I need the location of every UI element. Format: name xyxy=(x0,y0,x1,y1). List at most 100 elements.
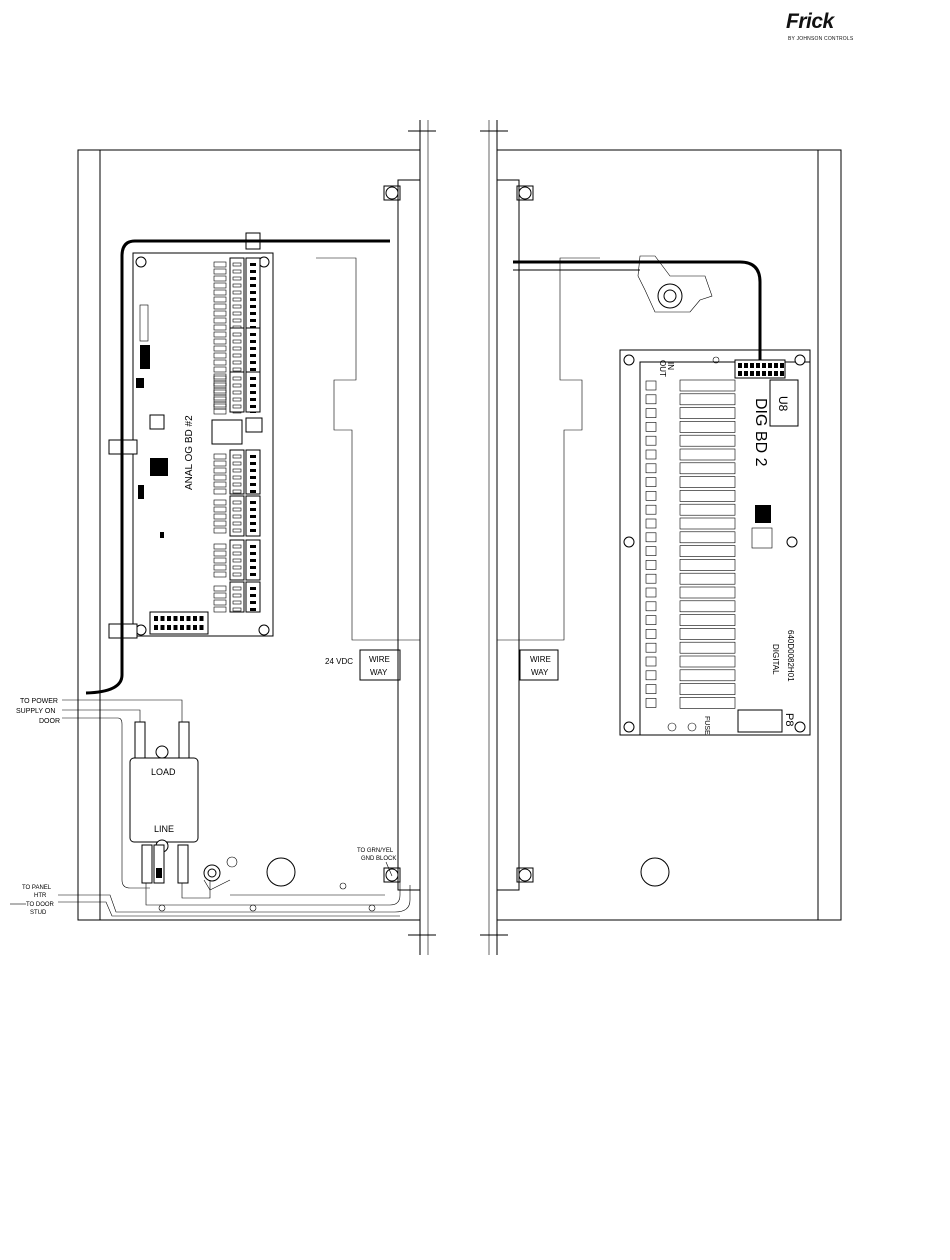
io-module xyxy=(646,395,656,404)
connector-pin xyxy=(762,371,766,376)
io-module xyxy=(646,629,656,638)
right-cable xyxy=(513,256,760,360)
terminal-pin xyxy=(214,346,226,351)
callout-panel-2: HTR xyxy=(34,893,47,899)
terminal-pin xyxy=(214,404,226,409)
terminal-pin xyxy=(250,508,256,511)
connector-pin xyxy=(180,616,184,621)
terminal-pin xyxy=(250,263,256,266)
digital-board: U8 DIG BD 2 IN OUT 640D0082H01 DIGITAL F… xyxy=(620,350,810,735)
terminal-pin xyxy=(250,340,256,343)
connector-pin xyxy=(180,625,184,630)
relay xyxy=(680,394,735,405)
callout-panel-1: TO PANEL xyxy=(22,885,52,891)
terminal-pin xyxy=(214,558,226,563)
relay xyxy=(680,573,735,584)
right-wireway-label-2: WAY xyxy=(531,668,549,677)
relay xyxy=(680,670,735,681)
terminal-pin xyxy=(214,262,226,267)
connector-pin xyxy=(762,363,766,368)
terminal-pin xyxy=(250,319,256,322)
terminal-pin xyxy=(214,325,226,330)
connector-pin xyxy=(744,371,748,376)
terminal-pin xyxy=(214,409,226,414)
callout-gnd-2: GND BLOCK xyxy=(361,856,396,862)
terminal-pin xyxy=(214,521,226,526)
terminal-pin xyxy=(214,607,226,612)
connector-pin xyxy=(187,625,191,630)
terminal-pin xyxy=(214,402,226,407)
connector-pin xyxy=(193,616,197,621)
terminal-pin xyxy=(250,405,256,408)
callout-door-2: STUD xyxy=(30,910,47,916)
io-module xyxy=(646,671,656,680)
relay xyxy=(680,449,735,460)
terminal-pin xyxy=(214,297,226,302)
connector-pin xyxy=(161,625,165,630)
fuse-label: FUSE xyxy=(703,716,710,735)
terminal-pin xyxy=(250,573,256,576)
relay xyxy=(680,615,735,626)
terminal-pin xyxy=(214,381,226,386)
connector-pin xyxy=(756,371,760,376)
terminal-pin xyxy=(250,312,256,315)
right-wireway: WIRE WAY xyxy=(497,258,600,680)
io-module xyxy=(646,491,656,500)
connector-pin xyxy=(738,363,742,368)
terminal-block xyxy=(230,258,244,328)
terminal-pin xyxy=(250,566,256,569)
io-module xyxy=(646,533,656,542)
left-wireway-label-1: WIRE xyxy=(369,655,390,664)
connector-pin xyxy=(774,363,778,368)
terminal-pin xyxy=(250,377,256,380)
part-number: 640D0082H01 xyxy=(786,630,795,682)
line-filter: LOAD LINE xyxy=(130,722,198,883)
relay xyxy=(680,656,735,667)
io-module xyxy=(646,698,656,707)
terminal-pin xyxy=(250,368,256,371)
jumper xyxy=(246,418,262,432)
relay xyxy=(680,532,735,543)
terminal-pin xyxy=(250,277,256,280)
connector-pin xyxy=(187,616,191,621)
analog-board-label: ANAL OG BD #2 xyxy=(184,415,195,490)
relay xyxy=(680,546,735,557)
io-module xyxy=(646,657,656,666)
terminal-pin xyxy=(250,333,256,336)
terminal-pin xyxy=(214,290,226,295)
terminal-pin xyxy=(250,515,256,518)
relay xyxy=(680,504,735,515)
io-module xyxy=(646,381,656,390)
relay xyxy=(680,518,735,529)
terminal-pin xyxy=(250,284,256,287)
terminal-pin xyxy=(250,354,256,357)
relay xyxy=(680,697,735,708)
terminal-pin xyxy=(250,501,256,504)
io-module xyxy=(646,464,656,473)
terminal-pin xyxy=(250,462,256,465)
connector-pin xyxy=(756,363,760,368)
io-module xyxy=(646,409,656,418)
terminal-pin xyxy=(214,572,226,577)
io-module xyxy=(646,422,656,431)
io-module xyxy=(646,505,656,514)
terminal-pin xyxy=(250,490,256,493)
io-module xyxy=(646,560,656,569)
io-module xyxy=(646,588,656,597)
io-module xyxy=(646,616,656,625)
io-module xyxy=(646,574,656,583)
terminal-pin xyxy=(214,489,226,494)
terminal-pin xyxy=(214,528,226,533)
filter-load-label: LOAD xyxy=(151,767,176,777)
connector-pin xyxy=(780,363,784,368)
callout-door-1: TO DOOR xyxy=(26,902,55,908)
io-module xyxy=(646,547,656,556)
terminal-pin xyxy=(250,298,256,301)
terminal-pin xyxy=(214,461,226,466)
terminal-pin xyxy=(214,360,226,365)
io-module xyxy=(646,685,656,694)
analog-board: ANAL OG BD #2 xyxy=(109,233,273,638)
left-wireway-label-2: WAY xyxy=(370,668,388,677)
terminal-pin xyxy=(214,388,226,393)
